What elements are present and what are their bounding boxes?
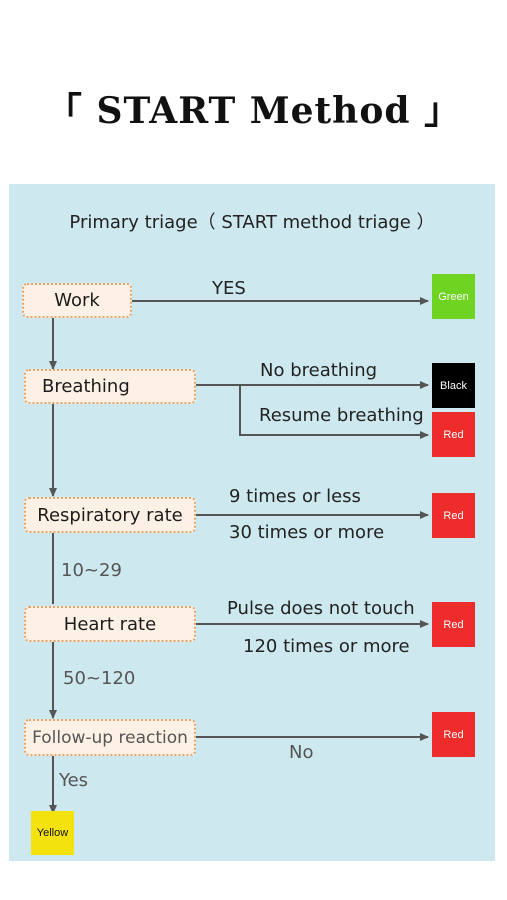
node-follow-up-reaction: Follow-up reaction	[24, 719, 196, 756]
label-follow-yes: Yes	[59, 770, 89, 791]
tag-red: Red	[432, 493, 475, 538]
label-pulse-no-touch: Pulse does not touch	[227, 598, 415, 619]
label-hr-120-more: 120 times or more	[243, 636, 410, 657]
label-resume-breathing: Resume breathing	[259, 405, 424, 426]
tag-red: Red	[432, 712, 475, 757]
edge-breathing-red	[239, 385, 429, 439]
panel-heading: Primary triage（ START method triage ）	[69, 212, 435, 233]
label-work-yes: YES	[212, 278, 246, 299]
node-work: Work	[22, 283, 132, 318]
tag-black: Black	[432, 363, 475, 408]
tag-red: Red	[432, 602, 475, 647]
node-respiratory-rate: Respiratory rate	[24, 497, 196, 533]
label-resp-range: 10~29	[61, 560, 122, 581]
node-breathing: Breathing	[24, 369, 196, 404]
label-nine-or-less: 9 times or less	[229, 486, 361, 507]
node-heart-rate: Heart rate	[24, 606, 196, 642]
tag-green: Green	[432, 274, 475, 319]
flowchart-connectors	[49, 297, 429, 814]
tag-red: Red	[432, 412, 475, 457]
triage-flowchart: Primary triage（ START method triage ） Wo…	[9, 184, 495, 861]
label-hr-range: 50~120	[63, 668, 136, 689]
label-follow-no: No	[289, 742, 314, 763]
label-no-breathing: No breathing	[260, 360, 378, 381]
label-thirty-or-more: 30 times or more	[229, 522, 385, 543]
tag-yellow: Yellow	[31, 811, 74, 855]
page-title: 「 START Method 」	[45, 90, 462, 132]
